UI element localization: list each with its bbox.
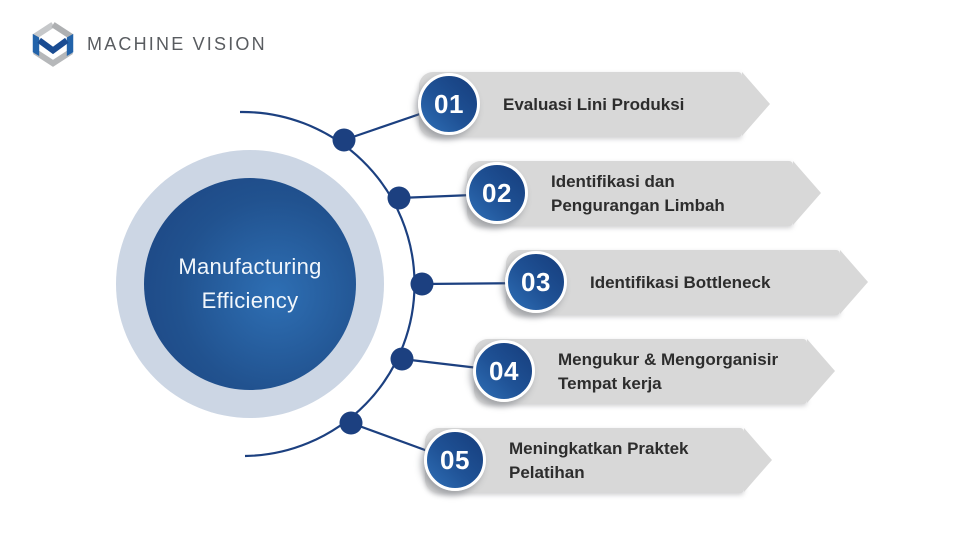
step-number-badge-5: 05 <box>424 429 486 491</box>
step-number-3: 03 <box>521 266 551 297</box>
brand-logo: MACHINE VISION <box>30 20 267 68</box>
center-circle-ring: Manufacturing Efficiency <box>116 150 384 418</box>
center-title: Manufacturing Efficiency <box>178 250 321 318</box>
step-label-1: Evaluasi Lini Produksi <box>503 94 685 114</box>
step-banner-4: Mengukur & Mengorganisir Tempat kerja <box>474 339 835 404</box>
step-number-5: 05 <box>440 444 470 475</box>
step-number-badge-3: 03 <box>505 251 567 313</box>
connector-dot-5 <box>339 411 363 435</box>
brand-name: MACHINE VISION <box>87 33 267 54</box>
center-title-line1: Manufacturing <box>178 253 322 279</box>
connector-dot-2 <box>387 186 411 210</box>
center-title-line2: Efficiency <box>201 288 299 313</box>
machine-vision-logo-icon <box>32 22 74 67</box>
step-number-1: 01 <box>434 88 464 119</box>
step-number-2: 02 <box>482 177 512 208</box>
step-number-badge-2: 02 <box>466 162 528 224</box>
step-number-4: 04 <box>489 355 519 386</box>
step-number-badge-1: 01 <box>418 73 480 135</box>
step-banner-2: Identifikasi dan Pengurangan Limbah <box>467 161 821 226</box>
connector-dot-3 <box>410 272 434 296</box>
center-circle: Manufacturing Efficiency <box>144 178 356 390</box>
step-label-3: Identifikasi Bottleneck <box>590 272 771 292</box>
step-label-5: Meningkatkan Praktek Pelatihan <box>509 439 689 482</box>
connector-dot-1 <box>332 128 356 152</box>
connector-dot-4 <box>390 347 414 371</box>
step-number-badge-4: 04 <box>473 340 535 402</box>
step-label-4: Mengukur & Mengorganisir Tempat kerja <box>558 350 779 393</box>
step-label-2: Identifikasi dan Pengurangan Limbah <box>551 172 725 215</box>
